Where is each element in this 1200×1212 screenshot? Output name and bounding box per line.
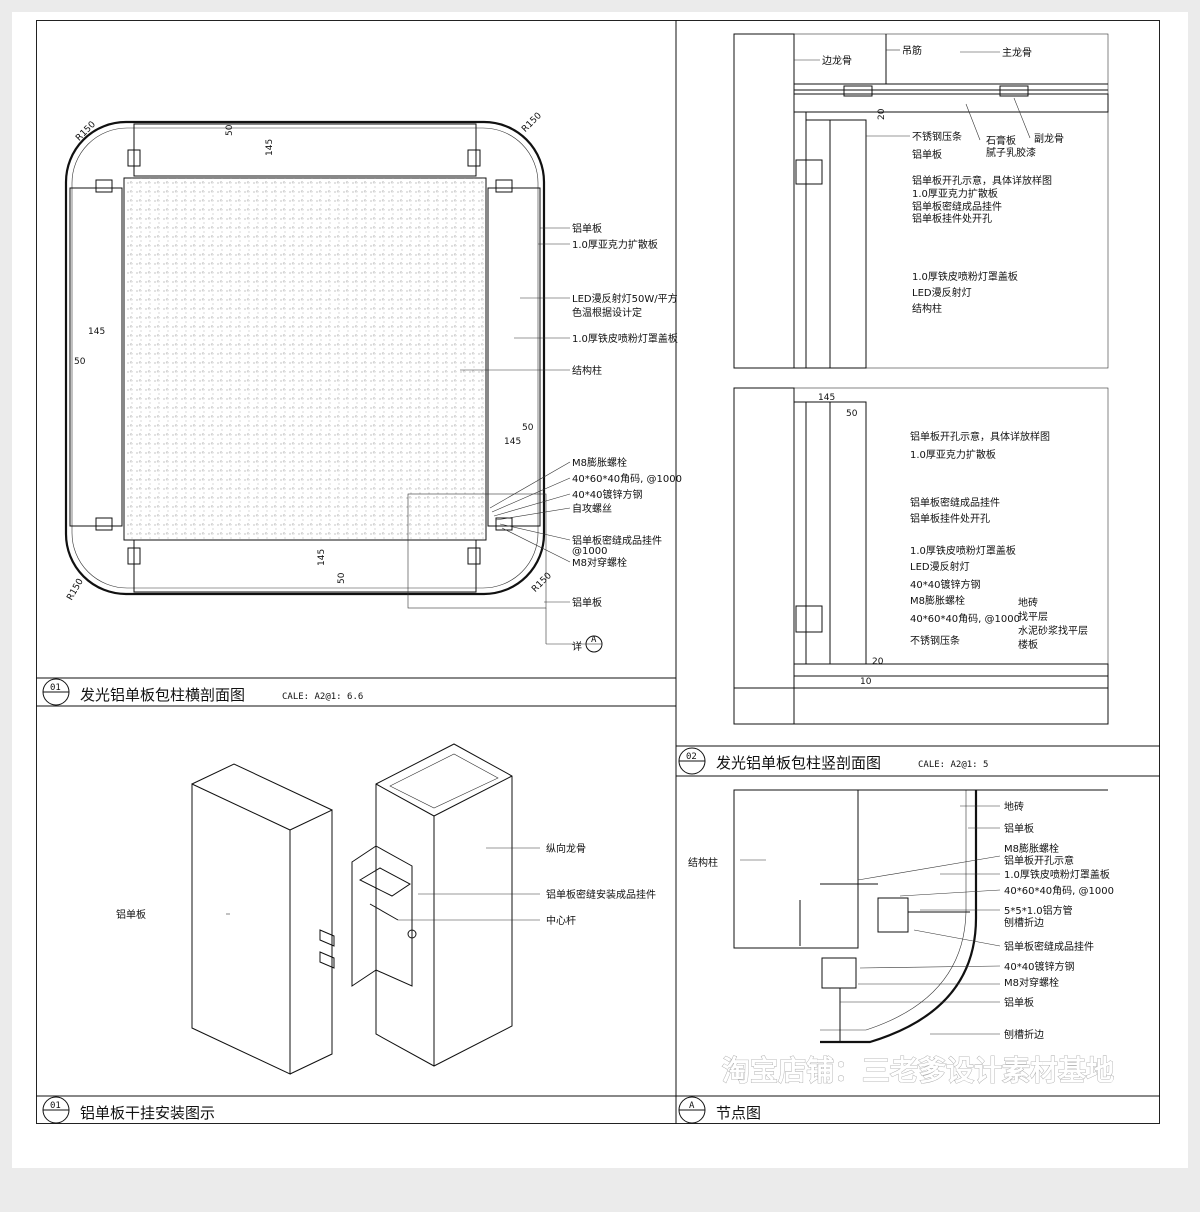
- p2-dim-10: 10: [860, 677, 872, 687]
- p4-label-6: 5*5*1.0铝方管: [1004, 904, 1073, 917]
- p2-bot-label-12: 水泥砂浆找平层: [1018, 624, 1088, 637]
- dim-r150-bl: R150: [65, 577, 86, 603]
- title-block-4: A 节点图: [676, 1095, 1160, 1124]
- p2-bot-label-6: 40*40镀锌方钢: [910, 578, 980, 591]
- p1-label-3: 色温根据设计定: [572, 306, 642, 319]
- p2-bot-label-7: M8膨胀螺栓: [910, 594, 965, 607]
- badge-2: 02: [686, 752, 697, 762]
- panel-1-plan-section: 详 A R150 R150 R150 R150 50 145 145 50 14…: [64, 111, 682, 653]
- p1-label-0: 铝单板: [572, 222, 602, 235]
- p2-top-label-14: 结构柱: [912, 302, 942, 315]
- p4-label-1: 铝单板: [1004, 822, 1034, 835]
- title-4: 节点图: [716, 1104, 761, 1122]
- badge-1: 01: [50, 683, 61, 693]
- title-block-2: 02 发光铝单板包柱竖剖面图 CALE: A2@1: 5: [676, 745, 1160, 775]
- scale-1: CALE: A2@1: 6.6: [282, 692, 363, 702]
- dim-50-top: 50: [225, 124, 235, 136]
- p1-label-12: M8对穿螺栓: [572, 556, 627, 569]
- p2-top-label-10: 铝单板密缝成品挂件: [912, 200, 1002, 213]
- p2-bot-label-1: 1.0厚亚克力扩散板: [910, 448, 996, 461]
- p4-label-10: M8对穿螺栓: [1004, 976, 1059, 989]
- p2-bot-label-3: 铝单板挂件处开孔: [910, 512, 990, 525]
- p2-bot-label-10: 地砖: [1018, 596, 1038, 609]
- p1-label-10: 铝单板密缝成品挂件: [572, 534, 662, 547]
- p4-label-3: 铝单板开孔示意: [1004, 854, 1074, 867]
- p1-label-1: 1.0厚亚克力扩散板: [572, 238, 658, 251]
- p1-label-2: LED漫反射灯50W/平方: [572, 292, 678, 305]
- p2-top-label-4: 石膏板: [986, 134, 1016, 147]
- p4-label-0: 地砖: [1004, 800, 1024, 813]
- p4-label-5: 40*60*40角码, @1000: [1004, 885, 1114, 897]
- p2-top-label-6: 副龙骨: [1034, 132, 1064, 145]
- p2-bot-label-4: 1.0厚铁皮喷粉灯罩盖板: [910, 544, 1016, 557]
- p2-top-label-11: 铝单板挂件处开孔: [912, 212, 992, 225]
- detail-ref-text: 详: [572, 640, 582, 653]
- dim-r150-br: R150: [530, 571, 554, 595]
- p2-bot-label-5: LED漫反射灯: [910, 561, 970, 573]
- p1-label-9: 自攻螺丝: [572, 502, 612, 515]
- p2-dim-20-bottom: 20: [872, 657, 884, 667]
- p2-top-label-2: 主龙骨: [1002, 46, 1032, 59]
- p3-label-2: 铝单板密缝安装成品挂件: [546, 888, 656, 901]
- p2-top-label-12: 1.0厚铁皮喷粉灯罩盖板: [912, 270, 1018, 283]
- p1-label-11: @1000: [572, 546, 607, 557]
- p1-label-7: 40*60*40角码, @1000: [572, 473, 682, 485]
- title-3: 铝单板干挂安装图示: [80, 1104, 215, 1122]
- title-block-3: 01 铝单板干挂安装图示: [36, 1095, 676, 1124]
- p3-label-1: 纵向龙骨: [546, 842, 586, 855]
- dim-50-right: 50: [522, 423, 534, 433]
- p2-top-label-1: 吊筋: [902, 44, 922, 57]
- dim-145-right: 145: [504, 437, 521, 447]
- dim-145-bottom: 145: [317, 549, 327, 566]
- p4-label-11: 铝单板: [1004, 996, 1034, 1009]
- dim-r150-tr: R150: [520, 111, 544, 135]
- detail-mark-text: A: [591, 635, 597, 645]
- p1-label-13: 铝单板: [572, 596, 602, 609]
- title-1: 发光铝单板包柱横剖面图: [80, 686, 245, 704]
- p2-top-label-7: 铝单板: [912, 148, 942, 161]
- p2-top-label-8: 铝单板开孔示意，具体详放样图: [912, 174, 1052, 187]
- p4-label-7: 刨槽折边: [1004, 916, 1044, 929]
- p4-label-2: M8膨胀螺栓: [1004, 842, 1059, 855]
- p2-top-label-0: 边龙骨: [822, 54, 852, 67]
- p4-left-label: 结构柱: [688, 856, 718, 869]
- p2-top-label-3: 不锈钢压条: [912, 130, 962, 143]
- dim-50-left: 50: [74, 357, 86, 367]
- p2-top-label-5: 腻子乳胶漆: [986, 146, 1036, 159]
- p2-top-label-9: 1.0厚亚克力扩散板: [912, 187, 998, 200]
- scale-2: CALE: A2@1: 5: [918, 760, 988, 770]
- p2-bot-label-2: 铝单板密缝成品挂件: [910, 496, 1000, 509]
- dim-50-bottom: 50: [337, 572, 347, 584]
- p2-bot-label-0: 铝单板开孔示意，具体详放样图: [910, 430, 1050, 443]
- p3-label-3: 中心杆: [546, 914, 576, 927]
- p1-label-4: 1.0厚铁皮喷粉灯罩盖板: [572, 332, 678, 345]
- dim-145-top: 145: [265, 139, 275, 156]
- dim-145-left: 145: [88, 327, 105, 337]
- p2-bot-label-8: 40*60*40角码, @1000: [910, 613, 1020, 625]
- watermark: 淘宝店铺：三老爹设计素材基地: [722, 1054, 1114, 1087]
- badge-3: 01: [50, 1101, 61, 1111]
- p2-bot-label-9: 不锈钢压条: [910, 634, 960, 647]
- p4-label-12: 刨槽折边: [1004, 1028, 1044, 1041]
- p2-bot-label-11: 找平层: [1018, 610, 1048, 623]
- p2-dim-20-top: 20: [877, 108, 887, 120]
- p4-label-4: 1.0厚铁皮喷粉灯罩盖板: [1004, 868, 1110, 881]
- p2-bot-label-13: 楼板: [1018, 638, 1038, 651]
- p2-dim-50: 50: [846, 409, 858, 419]
- p1-label-5: 结构柱: [572, 364, 602, 377]
- badge-4: A: [689, 1101, 695, 1111]
- p3-label-0: 铝单板: [116, 908, 146, 921]
- p4-label-9: 40*40镀锌方钢: [1004, 960, 1074, 973]
- title-2: 发光铝单板包柱竖剖面图: [716, 754, 881, 772]
- p2-dim-145: 145: [818, 393, 835, 403]
- p1-label-6: M8膨胀螺栓: [572, 456, 627, 469]
- title-block-1: 01 发光铝单板包柱横剖面图 CALE: A2@1: 6.6: [36, 677, 676, 707]
- p2-top-label-13: LED漫反射灯: [912, 287, 972, 299]
- p4-label-8: 铝单板密缝成品挂件: [1004, 940, 1094, 953]
- p1-label-8: 40*40镀锌方钢: [572, 488, 642, 501]
